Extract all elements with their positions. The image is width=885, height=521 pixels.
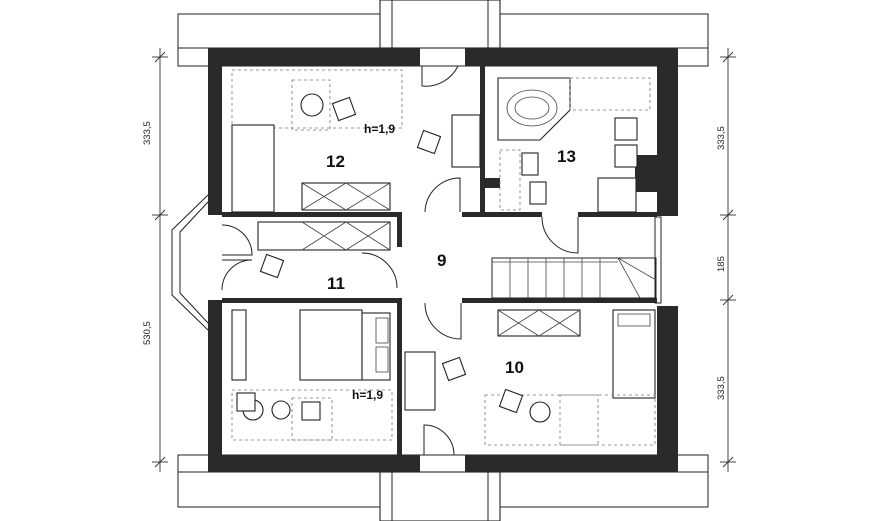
room-12-label: 12 <box>326 152 345 171</box>
ceiling-height-lower: h=1,9 <box>352 388 383 402</box>
left-dimension-line <box>152 48 168 472</box>
bay-window <box>171 194 209 331</box>
ceiling-height-upper: h=1,9 <box>364 122 395 136</box>
room-13-bathroom <box>497 77 651 213</box>
dim-left-lower: 530,5 <box>142 321 153 345</box>
room-10-label: 10 <box>505 358 524 377</box>
room-11-label: 11 <box>327 274 345 293</box>
room-13-label: 13 <box>557 147 576 166</box>
interior-walls <box>222 66 662 455</box>
room-12-furniture <box>231 69 481 213</box>
doors <box>221 65 579 456</box>
right-dimension-line <box>720 48 736 472</box>
staircase <box>491 257 657 299</box>
room-9-label: 9 <box>437 251 446 270</box>
room-11-furniture <box>231 221 393 441</box>
room-10-furniture <box>404 309 656 446</box>
dim-right-lower: 333,5 <box>716 376 727 400</box>
dim-right-upper: 333,5 <box>716 126 727 150</box>
exterior-walls <box>208 48 678 472</box>
dim-left-upper: 333,5 <box>142 121 153 145</box>
roof-outline <box>177 0 709 521</box>
dim-right-middle: 185 <box>716 256 727 272</box>
